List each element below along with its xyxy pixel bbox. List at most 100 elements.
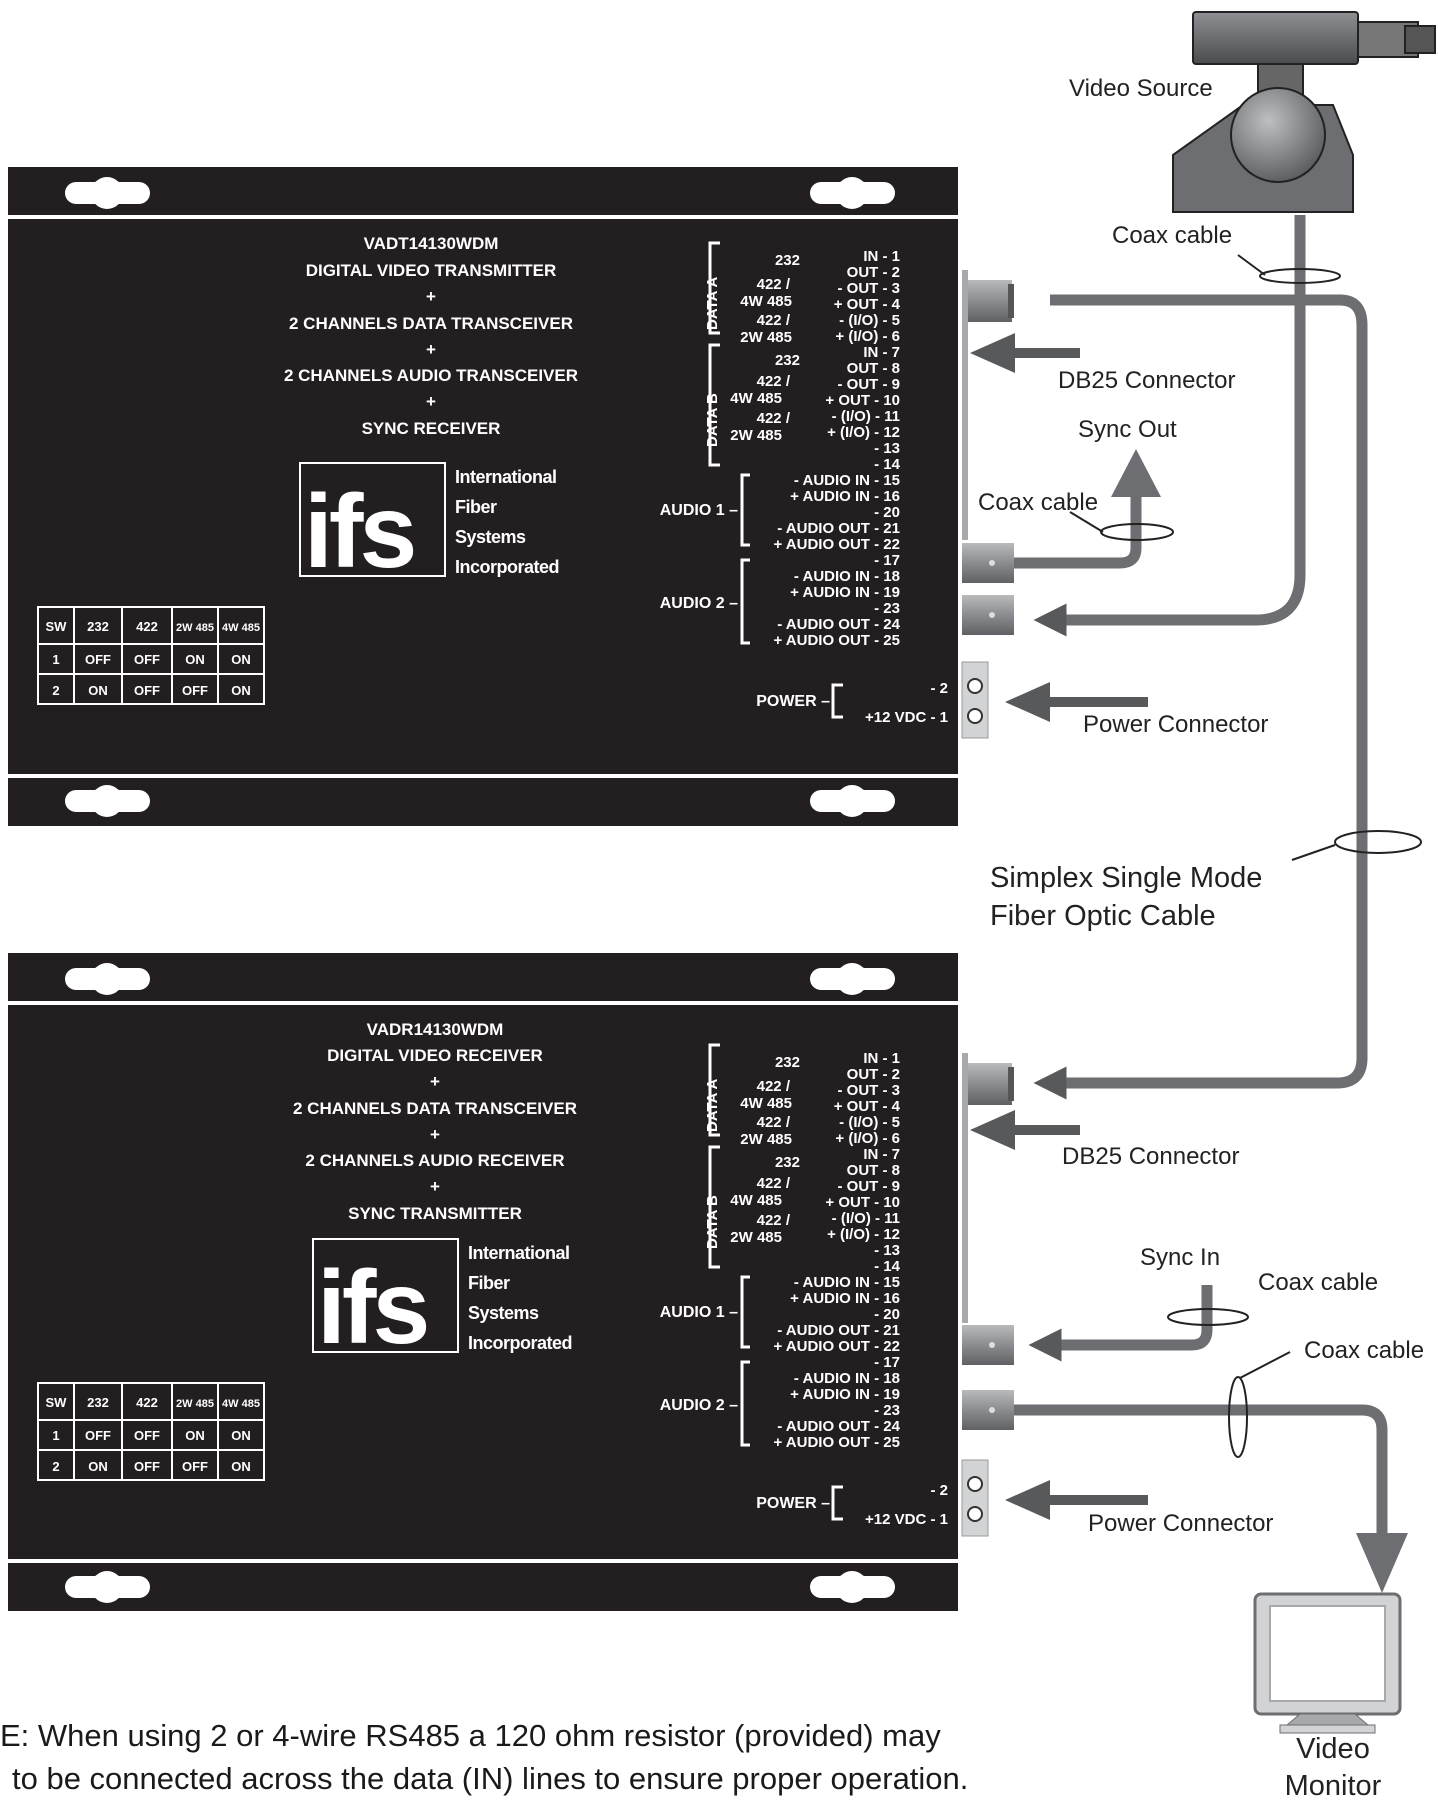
mode-label: 4W 485	[740, 1095, 792, 1112]
switch-cell: 2	[52, 1459, 59, 1474]
power-connector-label: Power Connector	[1083, 711, 1268, 738]
pin-label: + (I/O) - 12	[827, 1226, 900, 1243]
title-line: 2 CHANNELS AUDIO RECEIVER	[305, 1151, 564, 1170]
transmitter-unit: VADT14130WDM DIGITAL VIDEO TRANSMITTER +…	[8, 167, 1014, 826]
pin-label: - 14	[874, 1258, 901, 1275]
pin-label: - OUT - 9	[838, 376, 901, 393]
arrow-power-bottom	[1005, 1480, 1148, 1520]
power-terminal	[961, 1459, 989, 1537]
mount-slot-icon	[65, 177, 150, 209]
fiber-cable-label: Simplex Single Mode	[990, 862, 1262, 894]
receiver-body	[8, 1005, 958, 1559]
pin-label: + OUT - 4	[834, 1098, 901, 1115]
pinout-block: DATA A DATA B 232 422 / 4W 485 422 / 2W …	[660, 1043, 948, 1528]
mount-slot-icon	[65, 785, 150, 817]
pinout-block: DATA A DATA B 232 422 / 4W 485 422 / 2W …	[660, 241, 948, 726]
switch-cell: ON	[231, 1459, 251, 1474]
mode-label: 2W 485	[730, 1229, 782, 1246]
audio2-label: AUDIO 2 –	[660, 595, 738, 612]
pin-label: - 17	[874, 1354, 900, 1371]
switch-header: 232	[87, 619, 109, 634]
switch-cell: ON	[88, 683, 108, 698]
pin-label: - AUDIO IN - 18	[794, 568, 900, 585]
optical-connector	[962, 1063, 1014, 1105]
mount-slot-icon	[810, 785, 895, 817]
mode-label: 422 /	[757, 1175, 791, 1192]
pin-label: - AUDIO OUT - 24	[777, 616, 900, 633]
pin-label: - 14	[874, 456, 901, 473]
pin-label: - (I/O) - 5	[839, 1114, 900, 1131]
mode-label: 422 /	[757, 312, 791, 329]
coax-cable-label: Coax cable	[1304, 1337, 1424, 1364]
title-line: DIGITAL VIDEO RECEIVER	[327, 1046, 543, 1065]
logo-text: Fiber	[455, 497, 497, 517]
pin-label: - (I/O) - 11	[832, 1210, 900, 1227]
pin-label: + AUDIO IN - 16	[790, 488, 900, 505]
pin-label: IN - 7	[863, 344, 900, 361]
pin-label: + AUDIO OUT - 22	[773, 1338, 900, 1355]
bnc-connector	[962, 1325, 1014, 1365]
coax-cable-label: Coax cable	[1112, 222, 1232, 249]
mount-slot-icon	[810, 177, 895, 209]
mode-label: 2W 485	[740, 329, 792, 346]
data-a-label: DATA A	[704, 1079, 721, 1132]
cable-arrowheads	[1111, 449, 1408, 1593]
switch-cell: OFF	[134, 683, 160, 698]
logo-mark: ifs	[317, 1250, 427, 1366]
db25-connector-label: DB25 Connector	[1058, 367, 1235, 394]
pin-label: - AUDIO OUT - 21	[777, 1322, 900, 1339]
mode-label: 422 /	[757, 1212, 791, 1229]
switch-cell: OFF	[182, 683, 208, 698]
switch-cell: 1	[52, 652, 59, 667]
callout-labels: Video Source Coax cable DB25 Connector S…	[978, 75, 1424, 1802]
pin-label: - 13	[874, 1242, 900, 1259]
logo-text: Fiber	[468, 1273, 510, 1293]
title-line: +	[430, 1072, 440, 1091]
footnote: E: When using 2 or 4-wire RS485 a 120 oh…	[0, 1718, 968, 1796]
power-connector-label: Power Connector	[1088, 1510, 1273, 1537]
fiber-cable-label: Fiber Optic Cable	[990, 900, 1216, 932]
mode-label: 232	[775, 352, 800, 369]
receiver-flange-bottom	[8, 1563, 958, 1611]
video-monitor-label: Video	[1296, 1733, 1370, 1765]
pin-label: OUT - 8	[847, 1162, 900, 1179]
switch-cell: ON	[231, 1428, 251, 1443]
sync-out-arrowhead	[1111, 449, 1161, 497]
mode-label: 422 /	[757, 1114, 791, 1131]
switch-cell: OFF	[134, 1459, 160, 1474]
pin-label: + AUDIO OUT - 22	[773, 536, 900, 553]
mount-slot-icon	[65, 1571, 150, 1603]
data-a-label: DATA A	[704, 277, 721, 330]
video-monitor-label: Monitor	[1285, 1770, 1382, 1800]
receiver-flange-top	[8, 953, 958, 1001]
pin-label: OUT - 2	[847, 1066, 900, 1083]
pin-label: + AUDIO IN - 19	[790, 1386, 900, 1403]
mode-label: 232	[775, 1154, 800, 1171]
fiber-optic-cable	[1033, 294, 1368, 1100]
pin-label: + OUT - 10	[825, 392, 900, 409]
title-line: 2 CHANNELS DATA TRANSCEIVER	[289, 314, 573, 333]
data-b-label: DATA B	[704, 1195, 721, 1249]
pin-label: + (I/O) - 12	[827, 424, 900, 441]
mode-label: 232	[775, 252, 800, 269]
switch-cell: ON	[88, 1459, 108, 1474]
switch-header: 422	[136, 1395, 158, 1410]
title-line: +	[426, 392, 436, 411]
title-line: VADR14130WDM	[367, 1020, 504, 1039]
title-line: VADT14130WDM	[364, 234, 499, 253]
logo-text: Incorporated	[468, 1333, 572, 1353]
sync-out-label: Sync Out	[1078, 416, 1177, 443]
switch-header: 4W 485	[222, 622, 260, 634]
pin-label: - AUDIO IN - 18	[794, 1370, 900, 1387]
data-b-label: DATA B	[704, 393, 721, 447]
power-terminal	[961, 661, 989, 739]
coax-cable-label: Coax cable	[978, 489, 1098, 516]
sync-out-coax	[1010, 470, 1142, 569]
pin-label: - 23	[874, 1402, 900, 1419]
pin-label: - (I/O) - 5	[839, 312, 900, 329]
mode-label: 232	[775, 1054, 800, 1071]
bnc-connector	[962, 1390, 1014, 1430]
switch-header: 2W 485	[176, 1398, 214, 1410]
optical-connector	[962, 280, 1014, 322]
